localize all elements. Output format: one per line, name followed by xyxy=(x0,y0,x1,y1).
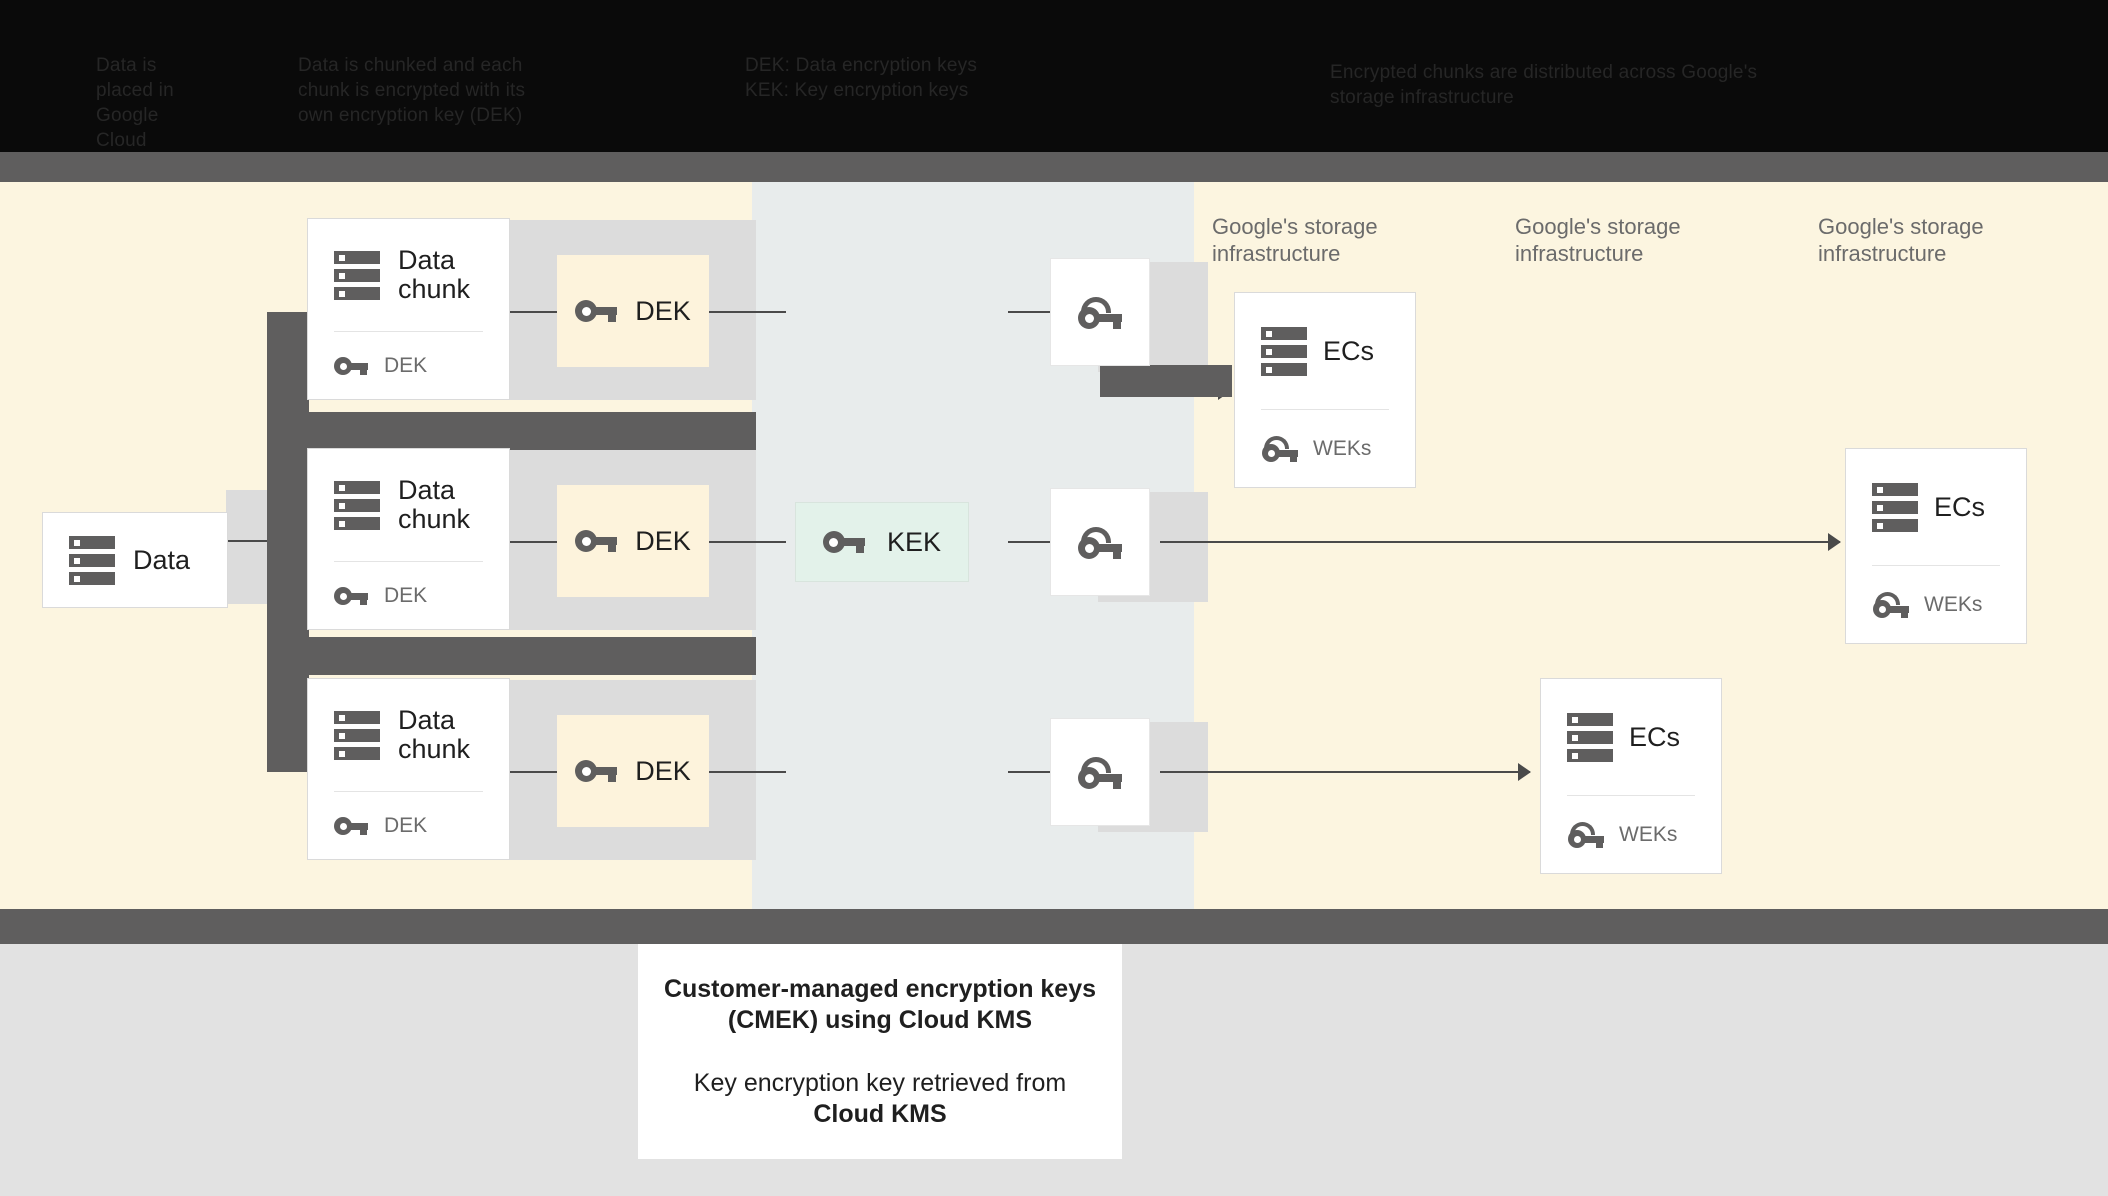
wrapped-key-icon xyxy=(1872,592,1910,618)
card-key-label: WEKs xyxy=(1313,437,1372,460)
key-icon xyxy=(575,760,618,782)
box-wrapped-key-3[interactable] xyxy=(1050,718,1150,826)
annotation-data-placed: Data is placed in Google Cloud xyxy=(96,55,174,151)
connector-to-wek1 xyxy=(1008,311,1090,313)
annotation-distribution: Encrypted chunks are distributed across … xyxy=(1330,62,1758,108)
wrapped-key-icon xyxy=(1261,436,1299,462)
card-title: Data chunk xyxy=(398,705,471,764)
card-title: ECs xyxy=(1934,491,1986,522)
connector-dek3-out xyxy=(708,771,786,773)
box-dek-3[interactable]: DEK xyxy=(557,715,709,827)
card-key-label: DEK xyxy=(384,354,428,377)
connector-chunk1-to-dek1 xyxy=(508,311,580,313)
card-divider xyxy=(334,561,483,562)
card-ecs-1[interactable]: ECs WEKs xyxy=(1234,292,1416,488)
card-title: Data chunk xyxy=(398,245,471,304)
label-storage-infra-1: Google's storage infrastructure xyxy=(1212,214,1378,266)
arrowhead-ec3 xyxy=(1518,763,1531,781)
card-title: ECs xyxy=(1323,335,1375,366)
redaction-bar-h2 xyxy=(267,637,756,675)
banner-divider-bar xyxy=(0,152,2108,182)
storage-icon xyxy=(334,250,380,300)
box-wrapped-key-1[interactable] xyxy=(1050,258,1150,366)
card-title: ECs xyxy=(1629,721,1681,752)
connector-to-wek2 xyxy=(1008,541,1090,543)
card-key-label: DEK xyxy=(384,814,428,837)
box-label: DEK xyxy=(635,755,691,786)
box-dek-1[interactable]: DEK xyxy=(557,255,709,367)
box-label: DEK xyxy=(635,295,691,326)
redaction-bar-wek1 xyxy=(1100,365,1232,397)
card-key-label: WEKs xyxy=(1619,823,1678,846)
card-ecs-2[interactable]: ECs WEKs xyxy=(1845,448,2027,644)
storage-icon xyxy=(334,480,380,530)
key-icon xyxy=(334,817,368,835)
card-data-chunk-1[interactable]: Data chunk DEK xyxy=(307,218,510,400)
annotation-key-legend: DEK: Data encryption keys KEK: Key encry… xyxy=(745,55,978,101)
wrapped-key-icon xyxy=(1077,757,1123,789)
card-data-chunk-2[interactable]: Data chunk DEK xyxy=(307,448,510,630)
card-divider xyxy=(1872,565,2000,566)
key-icon xyxy=(575,530,618,552)
key-icon xyxy=(334,587,368,605)
caption-title: Customer-managed encryption keys (CMEK) … xyxy=(663,974,1097,1034)
connector-to-wek3 xyxy=(1008,771,1090,773)
caption-card: Customer-managed encryption keys (CMEK) … xyxy=(638,944,1122,1159)
caption-subtitle-line2: Cloud KMS xyxy=(813,1099,947,1128)
card-key-label: WEKs xyxy=(1924,593,1983,616)
wrapped-key-icon xyxy=(1567,822,1605,848)
caption-subtitle: Key encryption key retrieved from Cloud … xyxy=(694,1068,1066,1130)
label-storage-infra-2: Google's storage infrastructure xyxy=(1515,214,1681,266)
box-wrapped-key-2[interactable] xyxy=(1050,488,1150,596)
connector-dek1-out xyxy=(708,311,786,313)
footer-divider-bar xyxy=(0,909,2108,944)
connector-wek3-to-ec3 xyxy=(1160,771,1530,773)
key-icon xyxy=(822,531,865,553)
connector-wek2-to-ec2 xyxy=(1160,541,1840,543)
card-title: Data chunk xyxy=(398,475,471,534)
card-key-label: DEK xyxy=(384,584,428,607)
label-storage-infra-3: Google's storage infrastructure xyxy=(1818,214,1984,266)
storage-icon xyxy=(1567,712,1613,762)
arrowhead-ec2 xyxy=(1828,533,1841,551)
storage-icon xyxy=(334,710,380,760)
connector-chunk2-to-dek2 xyxy=(508,541,580,543)
caption-subtitle-line1: Key encryption key retrieved from xyxy=(693,1068,1067,1097)
connector-dek2-out xyxy=(708,541,786,543)
card-divider xyxy=(334,331,483,332)
box-dek-2[interactable]: DEK xyxy=(557,485,709,597)
card-divider xyxy=(1261,409,1389,410)
box-label: DEK xyxy=(635,525,691,556)
box-label: KEK xyxy=(886,526,942,557)
wrapped-key-icon xyxy=(1077,297,1123,329)
key-icon xyxy=(575,300,618,322)
card-title: Data xyxy=(133,544,191,575)
redaction-bar-h1 xyxy=(267,412,756,450)
card-data-chunk-3[interactable]: Data chunk DEK xyxy=(307,678,510,860)
card-ecs-3[interactable]: ECs WEKs xyxy=(1540,678,1722,874)
annotation-chunking: Data is chunked and each chunk is encryp… xyxy=(298,55,526,126)
card-divider xyxy=(334,791,483,792)
connector-chunk3-to-dek3 xyxy=(508,771,580,773)
top-annotation-banner: Data is placed in Google Cloud Data is c… xyxy=(0,0,2108,152)
storage-icon xyxy=(1872,482,1918,532)
storage-icon xyxy=(69,535,115,585)
key-icon xyxy=(334,357,368,375)
wrapped-key-icon xyxy=(1077,527,1123,559)
redaction-bar-vertical xyxy=(267,312,309,772)
storage-icon xyxy=(1261,326,1307,376)
card-divider xyxy=(1567,795,1695,796)
box-kek[interactable]: KEK xyxy=(795,502,969,582)
card-data-source[interactable]: Data xyxy=(42,512,228,608)
